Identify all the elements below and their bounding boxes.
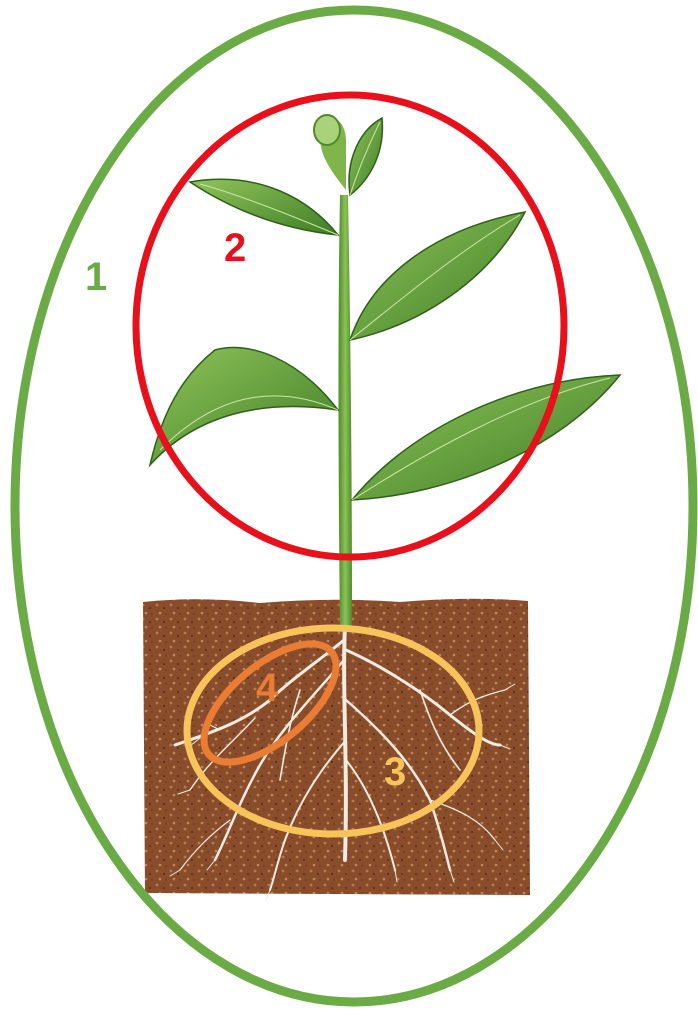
soil <box>143 599 530 895</box>
leaves <box>150 118 620 500</box>
label-3-root-system: 3 <box>384 752 406 792</box>
label-1-whole-plant: 1 <box>85 257 107 297</box>
label-4-lateral-root: 4 <box>256 668 278 708</box>
label-2-shoot: 2 <box>224 228 246 268</box>
